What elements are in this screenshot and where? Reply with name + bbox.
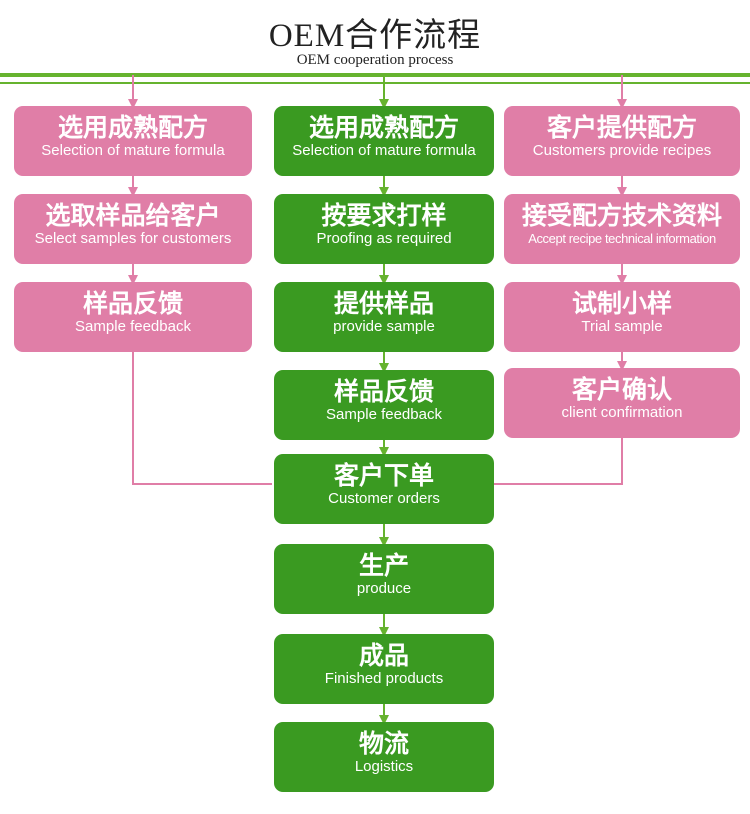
line-left-merge xyxy=(132,352,272,485)
step-label-en: Sample feedback xyxy=(75,318,191,335)
step-label-cn: 样品反馈 xyxy=(82,289,183,318)
step-center-1: 选用成熟配方 Selection of mature formula xyxy=(274,106,494,176)
step-label-cn: 客户确认 xyxy=(571,375,672,404)
line-right-merge xyxy=(494,438,623,485)
step-label-cn: 选取样品给客户 xyxy=(45,201,221,230)
step-label-cn: 客户下单 xyxy=(333,461,434,490)
step-left-3: 样品反馈 Sample feedback xyxy=(14,282,252,352)
step-label-cn: 成品 xyxy=(358,641,409,670)
step-label-en: Accept recipe technical information xyxy=(528,231,716,246)
step-label-en: Select samples for customers xyxy=(34,230,232,247)
step-label-cn: 生产 xyxy=(358,551,409,580)
step-right-3: 试制小样 Trial sample xyxy=(504,282,740,352)
step-left-1: 选用成熟配方 Selection of mature formula xyxy=(14,106,252,176)
step-center-8: 物流 Logistics xyxy=(274,722,494,792)
step-label-en: Finished products xyxy=(324,670,444,687)
step-center-7: 成品 Finished products xyxy=(274,634,494,704)
header-rule-thick xyxy=(0,73,750,77)
step-label-cn: 客户提供配方 xyxy=(546,113,697,142)
step-label-en: client confirmation xyxy=(561,404,683,421)
step-center-6: 生产 produce xyxy=(274,544,494,614)
step-right-2: 接受配方技术资料 Accept recipe technical informa… xyxy=(504,194,740,264)
step-right-1: 客户提供配方 Customers provide recipes xyxy=(504,106,740,176)
step-center-3: 提供样品 provide sample xyxy=(274,282,494,352)
step-label-en: Logistics xyxy=(354,758,414,775)
step-label-cn: 选用成熟配方 xyxy=(57,113,208,142)
step-label-en: produce xyxy=(356,580,412,597)
step-label-cn: 提供样品 xyxy=(333,289,434,318)
step-label-cn: 按要求打样 xyxy=(321,201,447,230)
page-subtitle: OEM cooperation process xyxy=(0,52,750,69)
step-label-en: Sample feedback xyxy=(326,406,442,423)
step-label-en: Trial sample xyxy=(581,318,663,335)
step-center-2: 按要求打样 Proofing as required xyxy=(274,194,494,264)
header-rule-thin xyxy=(0,82,750,84)
step-center-5: 客户下单 Customer orders xyxy=(274,454,494,524)
page-title: OEM合作流程 xyxy=(0,8,750,56)
step-left-2: 选取样品给客户 Select samples for customers xyxy=(14,194,252,264)
step-label-en: Customer orders xyxy=(328,490,440,507)
title-text: OEM合作流程 xyxy=(268,18,482,54)
step-label-en: Selection of mature formula xyxy=(292,142,476,159)
subtitle-text: OEM cooperation process xyxy=(296,52,454,68)
step-label-cn: 试制小样 xyxy=(571,289,672,318)
step-label-en: Customers provide recipes xyxy=(532,142,712,159)
step-label-en: Selection of mature formula xyxy=(41,142,225,159)
step-label-en: provide sample xyxy=(333,318,435,335)
step-label-en: Proofing as required xyxy=(316,230,452,247)
step-label-cn: 选用成熟配方 xyxy=(308,113,459,142)
step-label-cn: 样品反馈 xyxy=(333,377,434,406)
step-label-cn: 接受配方技术资料 xyxy=(521,201,722,230)
step-label-cn: 物流 xyxy=(358,729,409,758)
step-right-4: 客户确认 client confirmation xyxy=(504,368,740,438)
step-center-4: 样品反馈 Sample feedback xyxy=(274,370,494,440)
